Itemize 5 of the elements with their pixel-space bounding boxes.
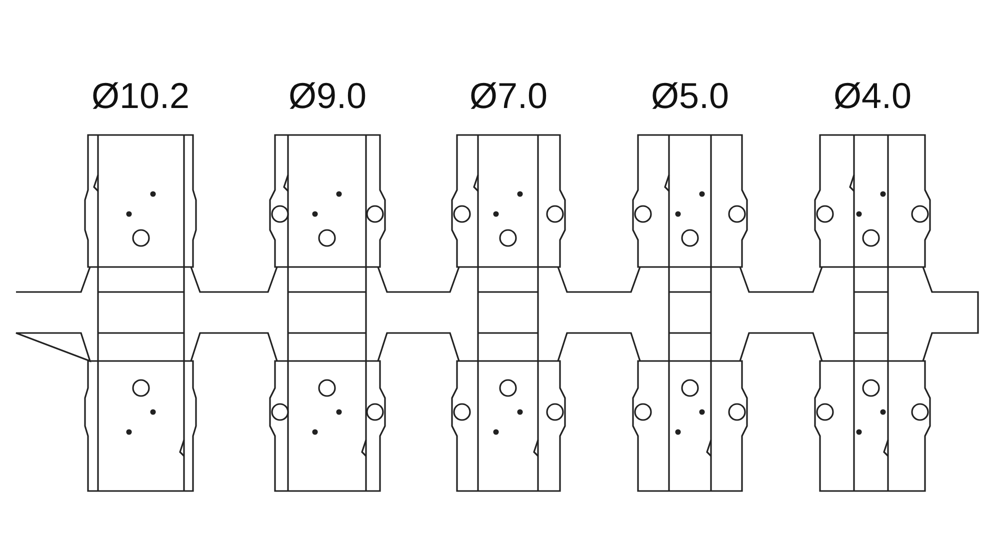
diameter-label: Ø5.0 <box>650 74 730 118</box>
diameter-label: Ø4.0 <box>833 74 912 118</box>
diameter-label: Ø10.2 <box>91 74 190 118</box>
diameter-label: Ø7.0 <box>469 74 548 118</box>
diameter-label: Ø9.0 <box>288 74 367 118</box>
